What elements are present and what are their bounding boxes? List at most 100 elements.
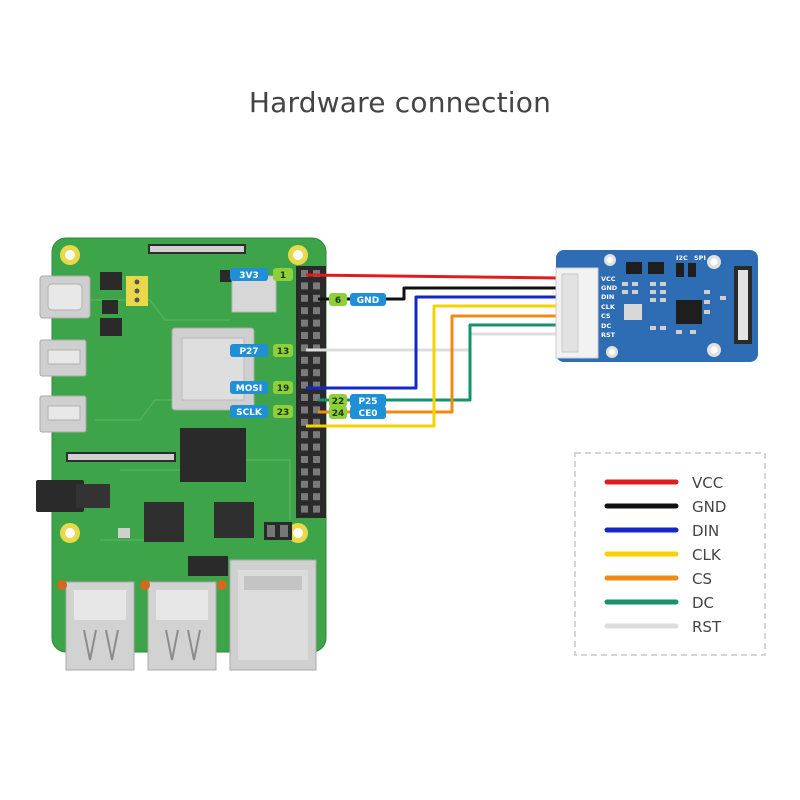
gpio-pin [301,319,308,327]
pin-label-3v3: 3V3 1 [230,268,293,281]
gpio-header [296,266,326,518]
gpio-pin [313,394,320,401]
module-pin-dc: DC [601,322,611,330]
svg-text:13: 13 [277,347,290,357]
module-pin-cs: CS [601,312,611,320]
gpio-pin [313,282,320,290]
svg-text:6: 6 [335,296,341,306]
wire-color-legend: VCC GND DIN CLK CS DC RST [574,452,766,656]
pin-label-mosi: MOSI 19 [230,381,293,394]
switch-label-i2c: I2C [676,254,688,262]
wire-rst [306,332,558,352]
gpio-pin [313,369,320,377]
pin-label-sclk: SCLK 23 [230,405,293,418]
gpio-pin [301,406,308,414]
gpio-pin [301,505,308,513]
usb-port [147,581,217,671]
mounting-hole [288,245,308,265]
wire-clk [306,304,558,428]
gpio-pin [313,270,320,277]
module-pin-vcc: VCC [601,275,616,283]
gpio-pin [313,381,320,389]
gpio-pin [301,480,308,488]
svg-text:24: 24 [332,409,345,419]
svg-text:SCLK: SCLK [236,408,263,418]
gpio-pin [313,294,320,302]
svg-text:P27: P27 [239,347,258,357]
switch-label-spi: SPI [694,254,706,262]
svg-text:22: 22 [332,397,345,407]
svg-text:VCC: VCC [692,474,723,492]
gpio-pin [313,307,320,315]
gpio-pin [313,406,320,414]
gpio-pin [301,356,308,364]
gpio-pin [301,456,308,463]
gpio-pin [301,431,308,439]
svg-text:RST: RST [692,618,722,636]
pin-label-ce0: 24 CE0 [329,406,386,419]
gpio-pin [313,418,320,426]
gpio-pin [301,418,308,426]
raspberry-pi-board [36,237,327,671]
svg-text:MOSI: MOSI [236,384,262,394]
gpio-pin [301,332,308,339]
wifi-module [231,275,277,313]
gpio-pin [313,431,320,439]
gpio-pin [313,505,320,513]
svg-text:GND: GND [692,498,726,516]
legend-item-vcc: VCC [604,474,723,492]
mounting-hole [60,245,80,265]
gpio-pin [301,307,308,315]
gpio-pin [313,356,320,364]
gpio-pin [301,381,308,389]
svg-text:1: 1 [280,271,286,281]
wire-vcc [305,273,559,280]
gpio-pin [313,468,320,476]
audio-jack [36,480,84,512]
svg-text:CE0: CE0 [358,409,377,419]
usb-port [65,581,135,671]
gpio-pin [313,332,320,339]
ram-chip [180,428,246,482]
wire-din [306,295,558,390]
svg-text:CS: CS [692,570,712,588]
module-pin-din: DIN [601,293,614,301]
svg-text:P25: P25 [358,397,377,407]
module-pin-rst: RST [601,331,616,339]
svg-text:CLK: CLK [692,546,722,564]
pin-labels: 3V3 1 6 GND P27 13 MOSI 19 22 [230,268,386,419]
display-module: I2C SPI VCC GND DIN CLK CS DC RST [555,250,758,362]
gpio-pin [301,394,308,401]
module-pin-clk: CLK [601,303,616,311]
ethernet-port [229,559,317,671]
svg-text:23: 23 [277,408,290,418]
gpio-pin [301,270,308,277]
gpio-pin [301,294,308,302]
pin-label-p25: 22 P25 [329,394,386,407]
pin-label-gnd: 6 GND [329,293,386,306]
module-pin-labels: VCC GND DIN CLK CS DC RST [601,275,618,339]
mounting-hole [60,523,80,543]
gpio-pin [313,480,320,488]
gpio-pin [313,344,320,352]
gpio-pin [301,369,308,377]
legend-item-rst: RST [604,618,722,636]
legend-item-clk: CLK [604,546,722,564]
gpio-pin [301,344,308,352]
mounting-hole [288,523,308,543]
gpio-pin [313,456,320,463]
module-pin-gnd: GND [601,284,618,292]
gpio-pin [313,443,320,451]
legend-item-din: DIN [604,522,719,540]
svg-text:19: 19 [277,384,290,394]
gpio-pin [313,319,320,327]
wire-dc [318,323,558,402]
gpio-pin [301,493,308,501]
svg-text:GND: GND [357,296,379,306]
gpio-pin [301,443,308,451]
legend-item-gnd: GND [604,498,726,516]
diagram-title: Hardware connection [248,86,552,119]
legend-item-cs: CS [604,570,712,588]
gpio-pin [301,282,308,290]
